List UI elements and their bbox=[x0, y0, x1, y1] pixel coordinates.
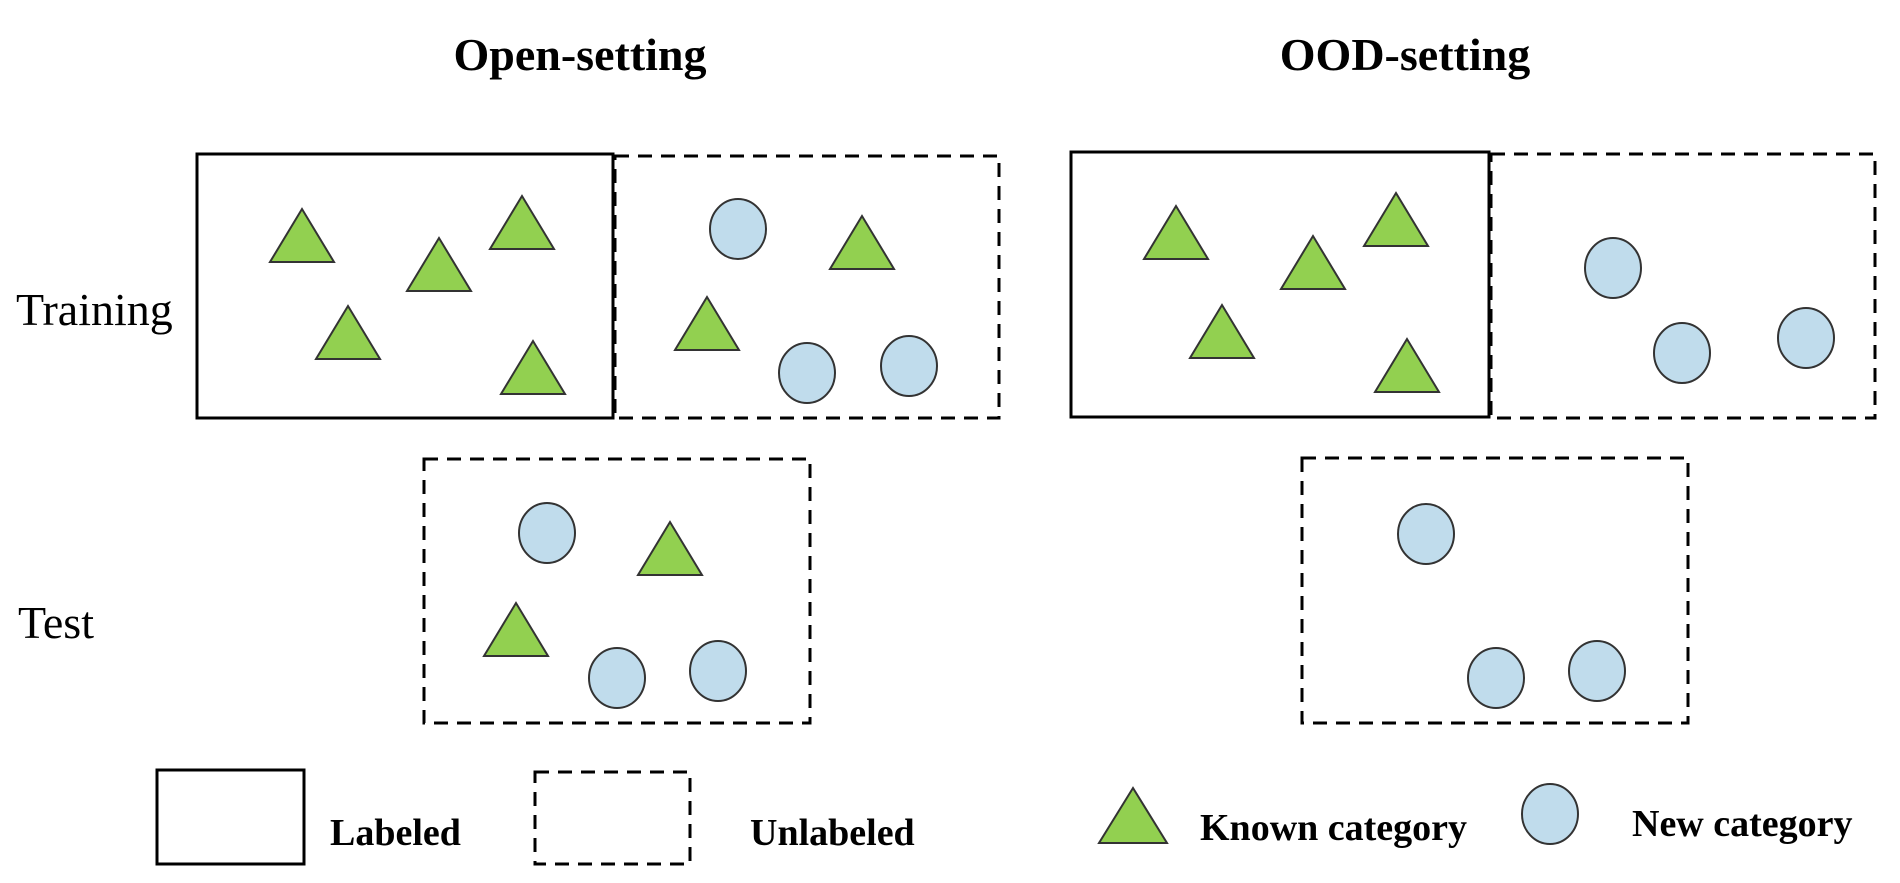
known-category-triangle bbox=[1188, 303, 1256, 359]
open-test-unlabeled-box bbox=[422, 457, 812, 725]
ood-training-labeled-shapes bbox=[1142, 191, 1441, 393]
open-training-unlabeled-box bbox=[613, 154, 1001, 420]
ood-training-unlabeled-shapes bbox=[1584, 237, 1835, 384]
new-category-circle bbox=[880, 335, 938, 397]
new-category-circle bbox=[778, 342, 836, 404]
legend-labeled-swatch bbox=[155, 768, 306, 866]
known-category-triangle bbox=[268, 207, 336, 263]
open-training-unlabeled-shapes bbox=[673, 198, 938, 404]
legend-new-category-label: New category bbox=[1632, 803, 1853, 845]
legend-labeled-label: Labeled bbox=[330, 812, 461, 854]
ood-test-unlabeled-shapes bbox=[1397, 503, 1626, 709]
new-category-circle bbox=[1568, 640, 1626, 702]
new-category-circle bbox=[689, 640, 747, 702]
new-category-circle bbox=[1777, 307, 1835, 369]
known-category-triangle bbox=[828, 214, 896, 270]
new-category-circle bbox=[1653, 322, 1711, 384]
known-category-triangle bbox=[636, 520, 704, 576]
legend-unlabeled-label: Unlabeled bbox=[750, 812, 915, 854]
legend-known-category-label: Known category bbox=[1200, 807, 1467, 849]
legend-unlabeled-swatch bbox=[533, 770, 692, 866]
new-category-circle bbox=[709, 198, 767, 260]
open-training-labeled-box bbox=[195, 152, 615, 420]
known-category-triangle bbox=[482, 601, 550, 657]
known-category-triangle bbox=[314, 304, 382, 360]
known-category-triangle bbox=[1362, 191, 1430, 247]
open-test-unlabeled-shapes bbox=[482, 502, 747, 709]
ood-training-unlabeled-box bbox=[1489, 152, 1877, 420]
new-category-circle bbox=[1397, 503, 1455, 565]
known-category-triangle bbox=[1142, 204, 1210, 260]
known-category-triangle bbox=[1279, 234, 1347, 290]
legend-known-category-triangle-icon bbox=[1097, 786, 1169, 844]
ood-setting-panel bbox=[1069, 150, 1877, 725]
known-category-triangle bbox=[488, 194, 556, 250]
training-row-label: Training bbox=[16, 284, 173, 335]
known-category-triangle bbox=[499, 339, 567, 395]
open-setting-panel bbox=[195, 152, 1001, 725]
known-category-triangle bbox=[673, 295, 741, 351]
legend: Labeled Unlabeled Known category New cat… bbox=[155, 768, 1853, 866]
ood-training-labeled-box bbox=[1069, 150, 1491, 419]
known-category-triangle bbox=[1373, 337, 1441, 393]
new-category-circle bbox=[588, 647, 646, 709]
new-category-circle bbox=[518, 502, 576, 564]
new-category-circle bbox=[1584, 237, 1642, 299]
ood-setting-title: OOD-setting bbox=[1280, 29, 1530, 80]
open-training-labeled-shapes bbox=[268, 194, 567, 395]
test-row-label: Test bbox=[18, 597, 94, 648]
open-setting-title: Open-setting bbox=[454, 29, 707, 80]
ood-test-unlabeled-box bbox=[1300, 456, 1690, 725]
legend-new-category-circle-icon bbox=[1521, 783, 1579, 845]
known-category-triangle bbox=[405, 236, 473, 292]
new-category-circle bbox=[1467, 647, 1525, 709]
